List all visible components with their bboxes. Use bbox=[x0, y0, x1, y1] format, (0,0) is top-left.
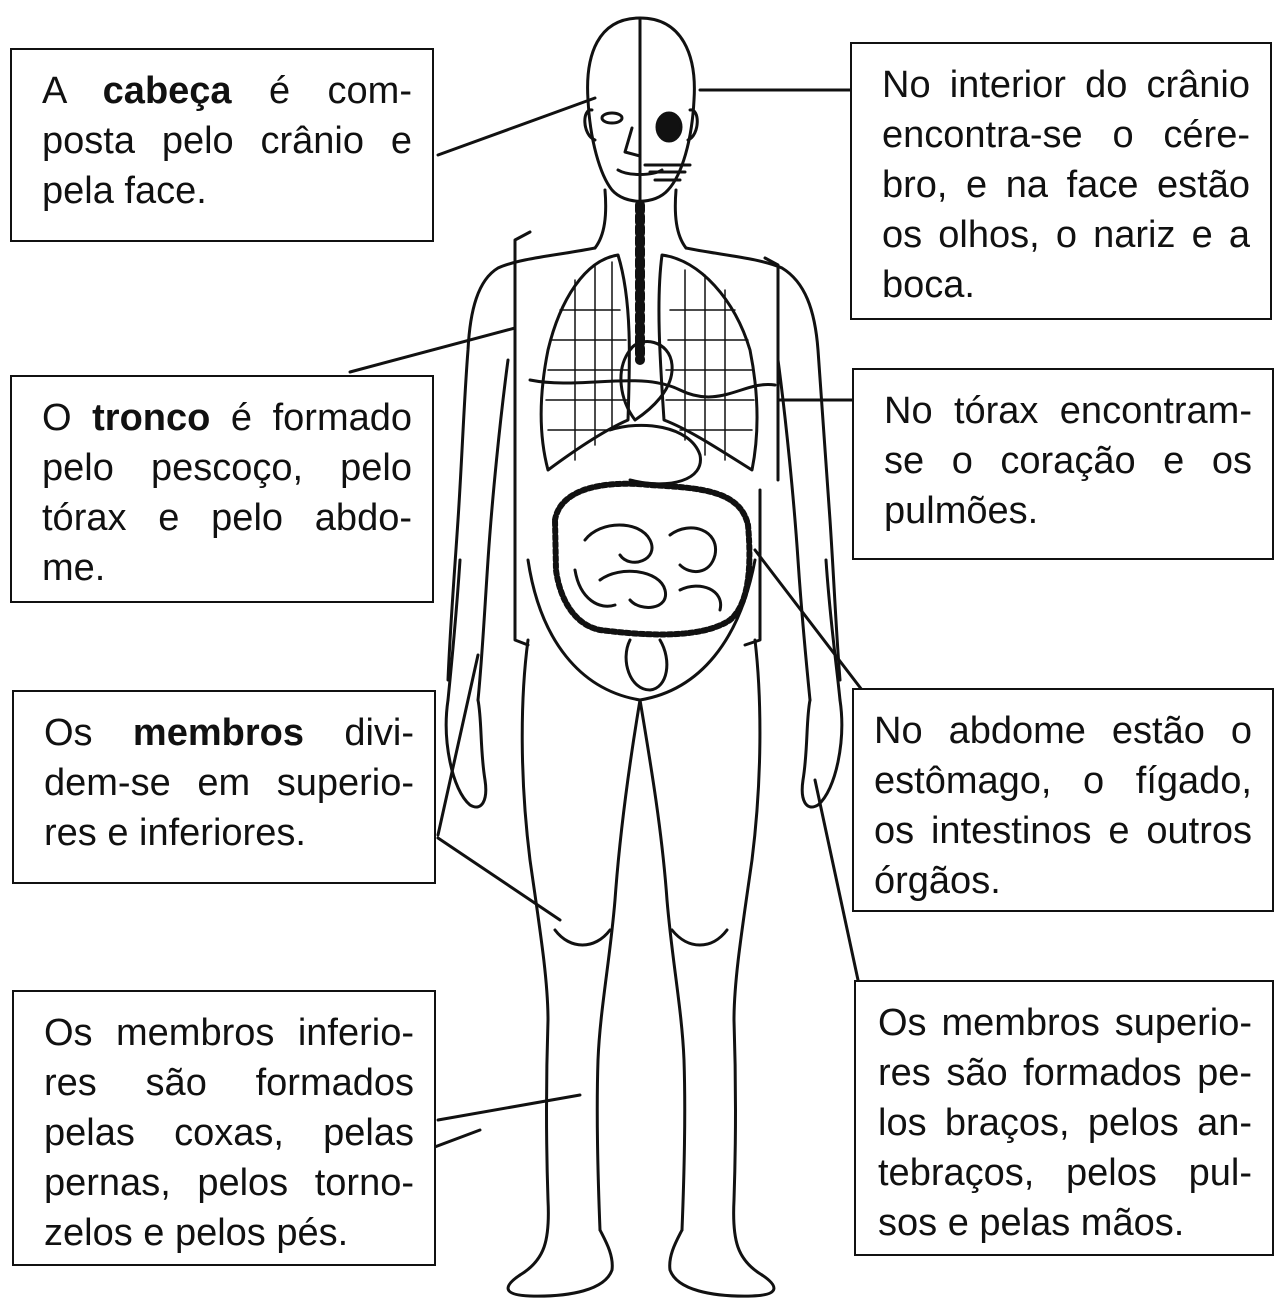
lower-limbs-info-box: Os membros inferio- res são formados pel… bbox=[12, 990, 436, 1266]
trunk-keyword: tronco bbox=[92, 397, 211, 439]
jaw-teeth bbox=[643, 163, 692, 182]
trunk-info-box: O tronco é formado pelo pescoço, pelo tó… bbox=[10, 375, 434, 603]
callout-abdomen bbox=[753, 548, 864, 692]
diaphragm bbox=[528, 378, 777, 399]
left-leg bbox=[518, 638, 642, 1277]
right-hand bbox=[800, 698, 844, 809]
right-foot bbox=[668, 1228, 776, 1298]
torso-right bbox=[684, 246, 842, 682]
nose-shape bbox=[623, 126, 642, 158]
eye-icon bbox=[600, 111, 624, 125]
stomach bbox=[608, 423, 702, 486]
abdomen-bracket bbox=[743, 488, 762, 647]
limbs-info-box: Os membros divi- dem-se em superio- res … bbox=[12, 690, 436, 884]
left-arm bbox=[446, 358, 510, 702]
thorax-info-box: No tórax encontram- se o coração e os pu… bbox=[852, 368, 1274, 560]
pelvis bbox=[526, 558, 757, 702]
torso-left bbox=[446, 246, 597, 682]
neck-outline bbox=[593, 188, 688, 250]
thorax-bracket bbox=[763, 256, 780, 482]
skull-info-box: No interior do crânio encontra-se o cére… bbox=[850, 42, 1272, 320]
callout-trunk bbox=[348, 326, 517, 374]
callout-limbs-a bbox=[436, 653, 480, 837]
eye-socket-icon bbox=[655, 111, 683, 143]
left-foot bbox=[506, 1228, 614, 1298]
small-intestine bbox=[583, 523, 723, 612]
large-intestine bbox=[552, 480, 753, 638]
left-hand bbox=[444, 698, 488, 809]
head-keyword: cabeça bbox=[102, 70, 232, 112]
bladder bbox=[624, 638, 669, 692]
right-lung bbox=[657, 253, 759, 472]
trunk-bracket bbox=[513, 230, 532, 647]
head-info-box: A cabeça é com- posta pelo crânio e pela… bbox=[10, 48, 434, 242]
callout-head bbox=[436, 96, 597, 157]
upper-limbs-info-box: Os membros superio- res são formados pe-… bbox=[854, 980, 1274, 1256]
limbs-keyword: membros bbox=[132, 712, 304, 754]
left-lung bbox=[539, 253, 631, 472]
heart bbox=[619, 340, 674, 422]
callout-upper-limbs bbox=[813, 778, 860, 982]
right-arm bbox=[776, 358, 842, 702]
callout-lower-limbs-a bbox=[436, 1093, 582, 1122]
abdomen-info-box: No abdome estão o estômago, o fígado, os… bbox=[852, 688, 1274, 912]
right-leg bbox=[638, 638, 764, 1277]
callout-limbs-b bbox=[436, 836, 562, 922]
